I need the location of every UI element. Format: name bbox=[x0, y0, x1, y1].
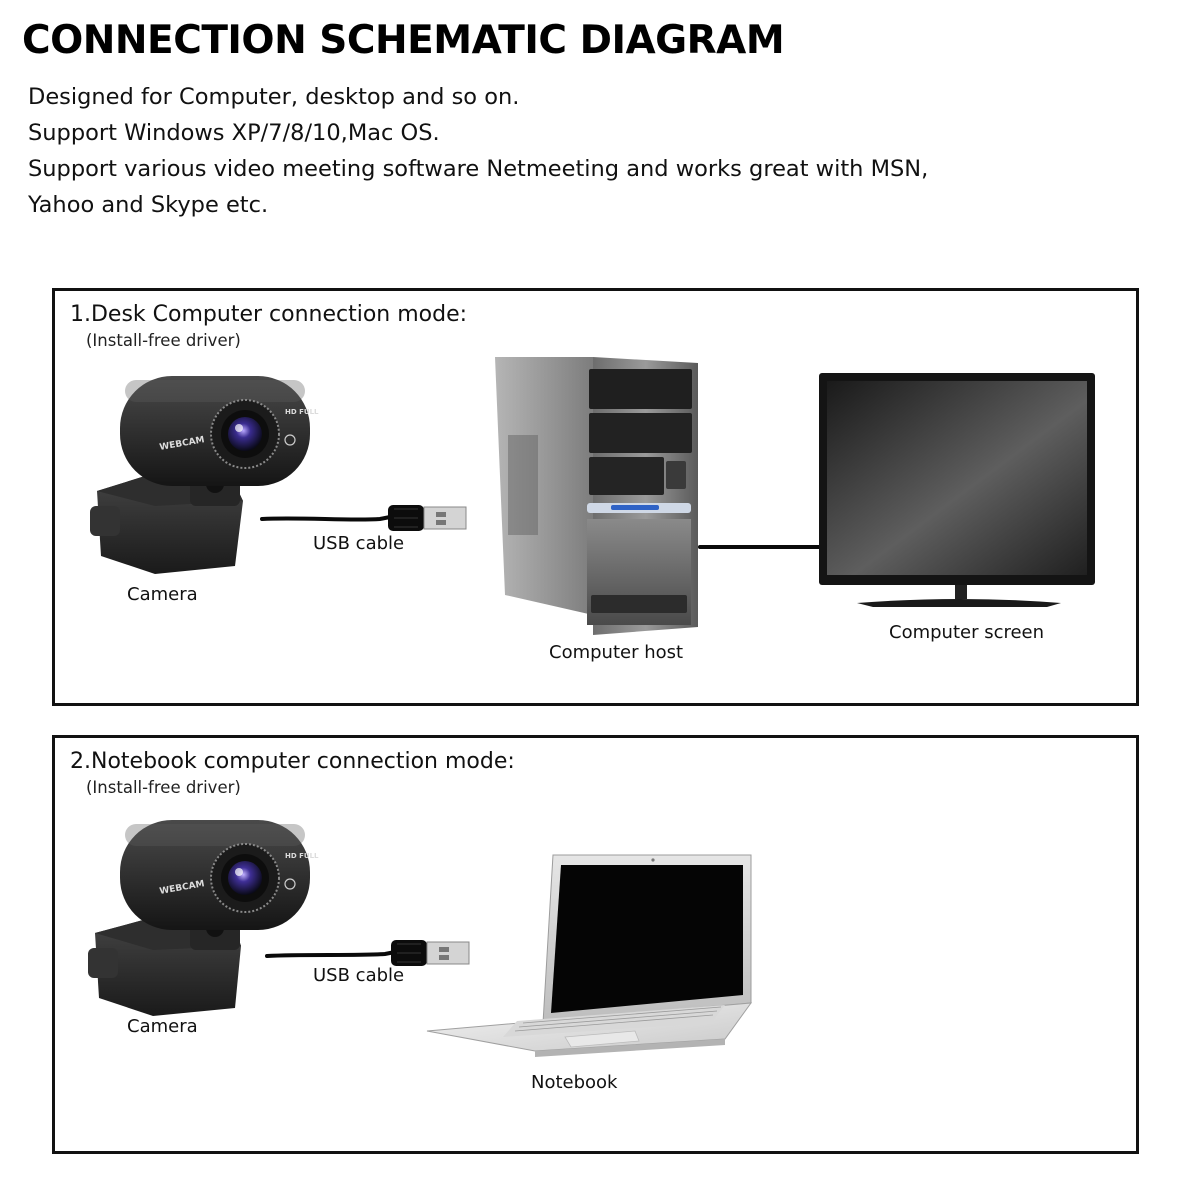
usb-cable-label: USB cable bbox=[313, 965, 405, 986]
description-line: Support various video meeting software N… bbox=[28, 156, 929, 182]
notebook-illustration bbox=[426, 854, 753, 1057]
usb-cable-label: USB cable bbox=[313, 533, 405, 554]
notebook-label: Notebook bbox=[531, 1072, 618, 1093]
page-title: CONNECTION SCHEMATIC DIAGRAM bbox=[22, 18, 785, 63]
webcam-illustration: WEBCAM HD FULL bbox=[90, 376, 319, 574]
notebook-mode-heading: 2.Notebook computer connection mode: bbox=[70, 749, 515, 774]
notebook-mode-subheading: (Install-free driver) bbox=[86, 778, 241, 797]
webcam-badge-text: HD FULL bbox=[285, 852, 319, 860]
camera-label: Camera bbox=[127, 1016, 198, 1037]
desk-computer-panel: 1.Desk Computer connection mode: (Instal… bbox=[52, 288, 1139, 706]
monitor-cable bbox=[698, 545, 822, 549]
camera-label: Camera bbox=[127, 584, 198, 605]
description-line: Designed for Computer, desktop and so on… bbox=[28, 84, 520, 110]
computer-host-label: Computer host bbox=[549, 642, 684, 663]
description-list: Designed for Computer, desktop and so on… bbox=[28, 79, 928, 223]
webcam-illustration: WEBCAM HD FULL bbox=[88, 820, 319, 1016]
desk-mode-heading: 1.Desk Computer connection mode: bbox=[70, 302, 468, 327]
description-line: Yahoo and Skype etc. bbox=[28, 192, 269, 218]
computer-screen-illustration bbox=[819, 373, 1095, 607]
notebook-computer-panel: 2.Notebook computer connection mode: (In… bbox=[52, 735, 1139, 1154]
description-line: Support Windows XP/7/8/10,Mac OS. bbox=[28, 120, 440, 146]
desk-mode-subheading: (Install-free driver) bbox=[86, 331, 241, 350]
computer-host-illustration bbox=[495, 357, 698, 635]
webcam-badge-text: HD FULL bbox=[285, 408, 319, 416]
computer-screen-label: Computer screen bbox=[889, 622, 1045, 643]
usb-cable bbox=[265, 940, 470, 966]
usb-cable bbox=[260, 505, 467, 531]
